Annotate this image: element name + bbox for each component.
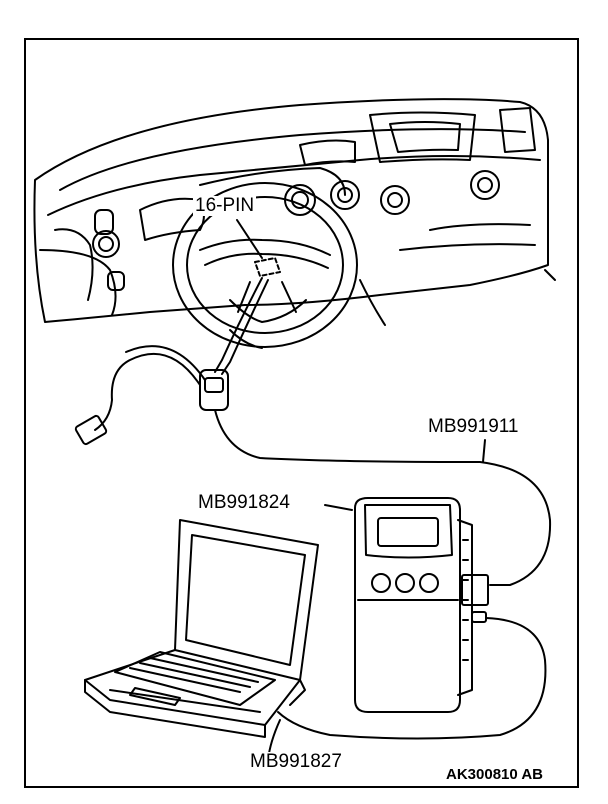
cable-mb991827: [267, 617, 547, 761]
label-mb991827: MB991827: [248, 751, 344, 772]
label-16-pin: 16-PIN: [193, 195, 257, 216]
figure-code: AK300810 AB: [446, 766, 543, 783]
figure-frame: [24, 38, 579, 788]
cable-mb991911: [214, 409, 552, 586]
tester-device: [324, 497, 489, 713]
laptop: [84, 519, 319, 738]
obd-connector-16pin: [236, 219, 281, 277]
label-mb991824: MB991824: [196, 492, 292, 513]
label-mb991911: MB991911: [426, 416, 521, 437]
steering-wheel: [172, 182, 358, 349]
dashboard: [33, 98, 556, 326]
splitter-adapter: [74, 345, 229, 446]
cable-connector-to-splitter: [214, 277, 269, 375]
